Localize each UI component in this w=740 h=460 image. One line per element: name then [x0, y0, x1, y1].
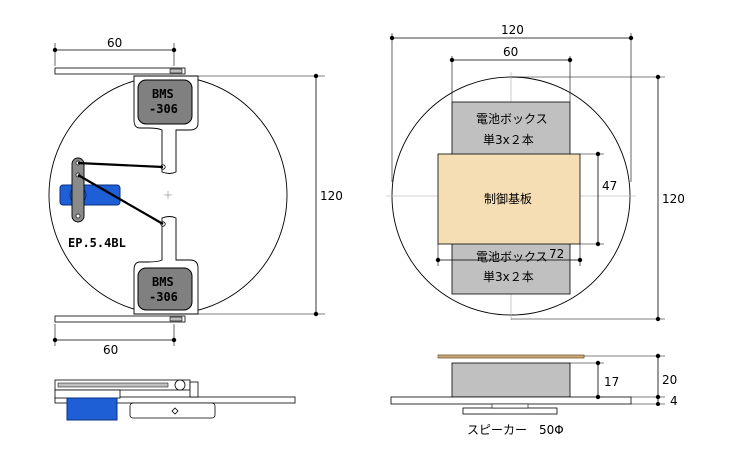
battery-top-label-1: 電池ボックス [476, 112, 548, 126]
servo-bottom-label-2: -306 [149, 290, 178, 304]
dim-right-width-60: 60 [449, 45, 573, 102]
dim-side-height-20: 20 [584, 353, 677, 400]
push-rod-upper [77, 161, 164, 169]
right-side-view: スピーカー 50Φ 17 20 4 [390, 353, 678, 437]
servo-bottom: BMS -306 [137, 267, 193, 311]
dim-left-top-60-value: 60 [107, 36, 122, 50]
dim-left-height-120-value: 120 [320, 189, 343, 203]
side-battery-box [451, 362, 571, 398]
dim-speaker-box-17: 17 [570, 360, 619, 400]
battery-bottom-label-1: 電池ボックス [476, 250, 548, 264]
dim-right-width-120: 120 [389, 23, 634, 182]
push-rod-lower [77, 174, 164, 225]
dim-base-thickness-4-value: 4 [670, 394, 678, 408]
dim-left-bottom-60: 60 [52, 324, 177, 357]
board-lid [437, 354, 585, 359]
servo-bottom-label-1: BMS [152, 275, 174, 289]
speaker-label: スピーカー 50Φ [467, 423, 564, 437]
top-horn-bar [54, 67, 186, 75]
control-board: 制御基板 [437, 153, 581, 245]
dim-left-top-60: 60 [52, 36, 177, 66]
dim-right-height-120: 120 [511, 74, 685, 322]
dim-board-height-47-value: 47 [602, 179, 617, 193]
servo-top: BMS -306 [137, 79, 193, 125]
side-small-servo [66, 397, 118, 421]
left-top-view: BMS -306 BMS -306 EP.5.4BL [48, 36, 343, 357]
battery-bottom-label-2: 単3x２本 [483, 270, 534, 284]
dim-board-width-72-value: 72 [549, 247, 564, 261]
servo-top-label-2: -306 [149, 102, 178, 116]
dim-board-height-47: 47 [580, 151, 617, 247]
side-speaker [462, 407, 558, 415]
dim-right-height-120-value: 120 [662, 192, 685, 206]
dim-speaker-box-17-value: 17 [604, 375, 619, 389]
dim-left-bottom-60-value: 60 [103, 343, 118, 357]
dim-side-height-20-value: 20 [662, 373, 677, 387]
right-top-view: 電池ボックス 単3x２本 電池ボックス 単3x２本 制御基板 120 [386, 23, 685, 322]
battery-box-bottom: 電池ボックス 単3x２本 [451, 237, 571, 295]
dim-right-width-120-value: 120 [501, 23, 524, 37]
dim-board-width-72: 72 [435, 244, 583, 266]
dim-right-width-60-value: 60 [503, 45, 518, 59]
servo-top-label-1: BMS [152, 87, 174, 101]
side-base-plate [390, 396, 632, 405]
small-servo-label: EP.5.4BL [68, 236, 126, 250]
small-servo [59, 157, 121, 223]
dim-left-height-120: 120 [170, 73, 343, 317]
bottom-horn-bar [54, 315, 186, 323]
left-side-view [54, 379, 296, 421]
battery-box-top: 電池ボックス 単3x２本 [451, 101, 571, 159]
control-board-label: 制御基板 [484, 191, 532, 206]
dim-base-thickness-4: 4 [631, 394, 678, 408]
battery-top-label-2: 単3x２本 [483, 133, 534, 147]
